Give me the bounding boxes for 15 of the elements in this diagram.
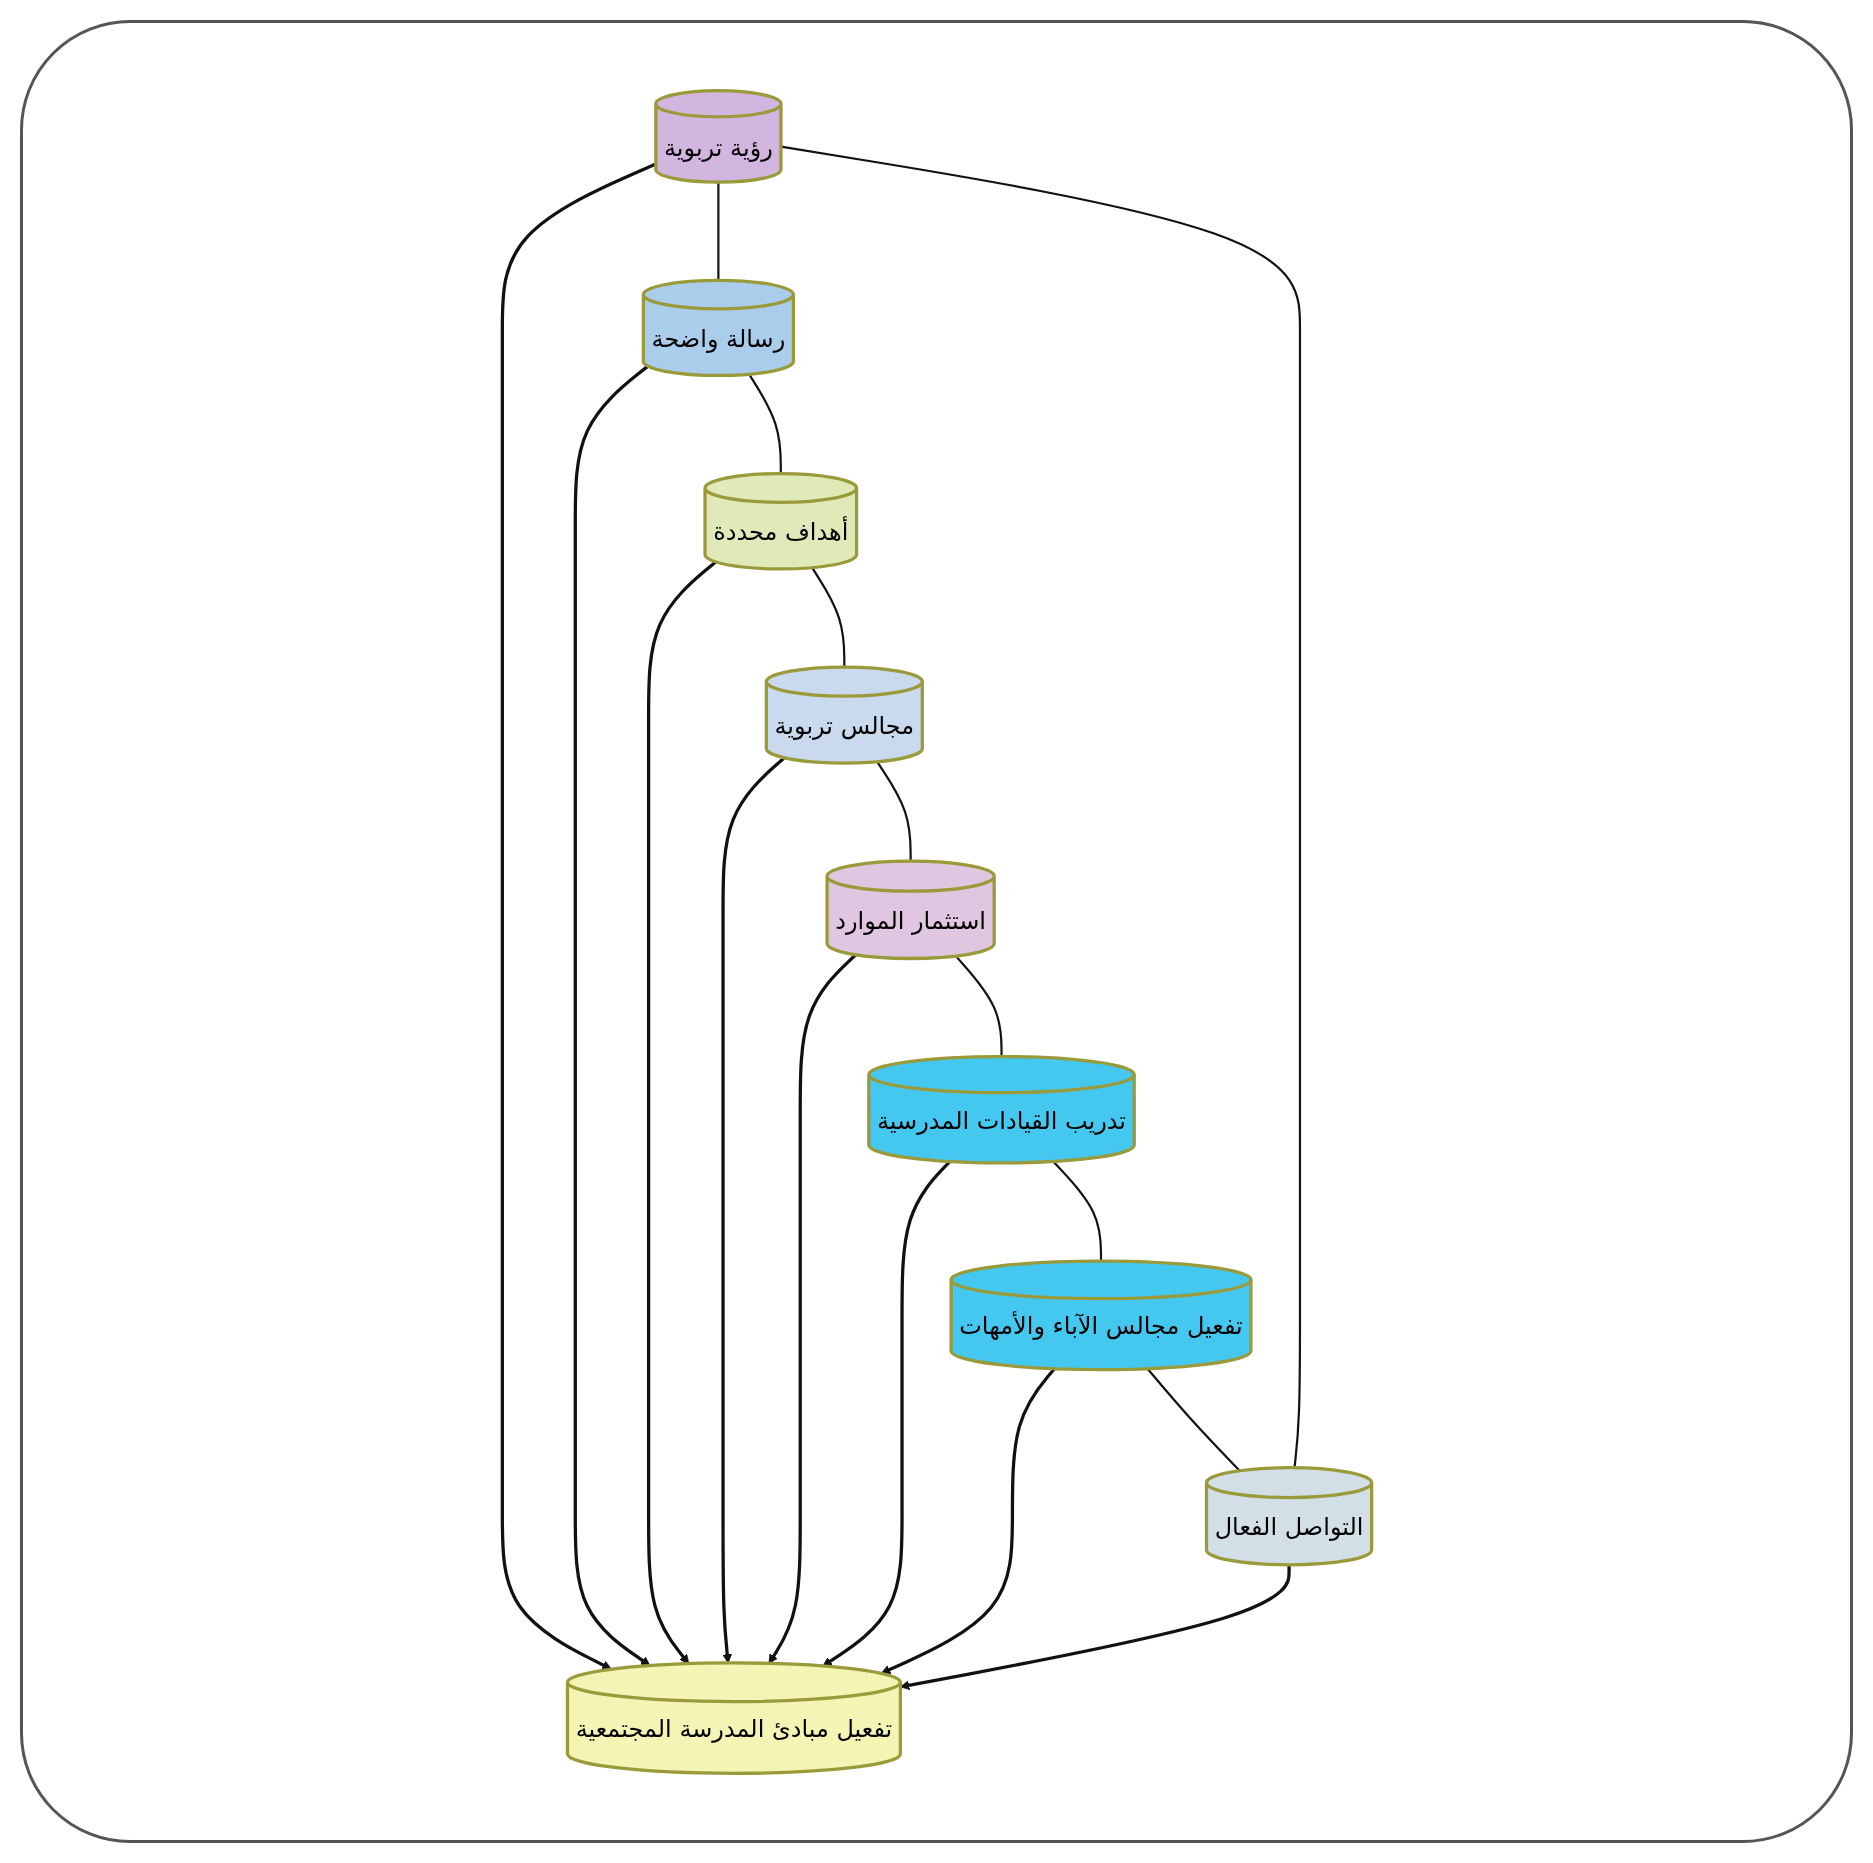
connector — [716, 181, 719, 280]
arrow — [768, 953, 857, 1664]
arrow — [880, 1367, 1056, 1674]
arrow — [500, 161, 656, 1670]
connector — [954, 954, 1003, 1057]
connector — [1146, 1367, 1240, 1471]
arrow — [720, 756, 785, 1663]
connector — [875, 760, 912, 861]
arrow — [646, 560, 717, 1664]
arrow — [573, 364, 650, 1666]
connector — [780, 145, 1301, 1468]
connector — [1051, 1160, 1102, 1261]
arrow — [899, 1564, 1291, 1690]
connector — [747, 373, 782, 474]
connector — [810, 566, 845, 667]
